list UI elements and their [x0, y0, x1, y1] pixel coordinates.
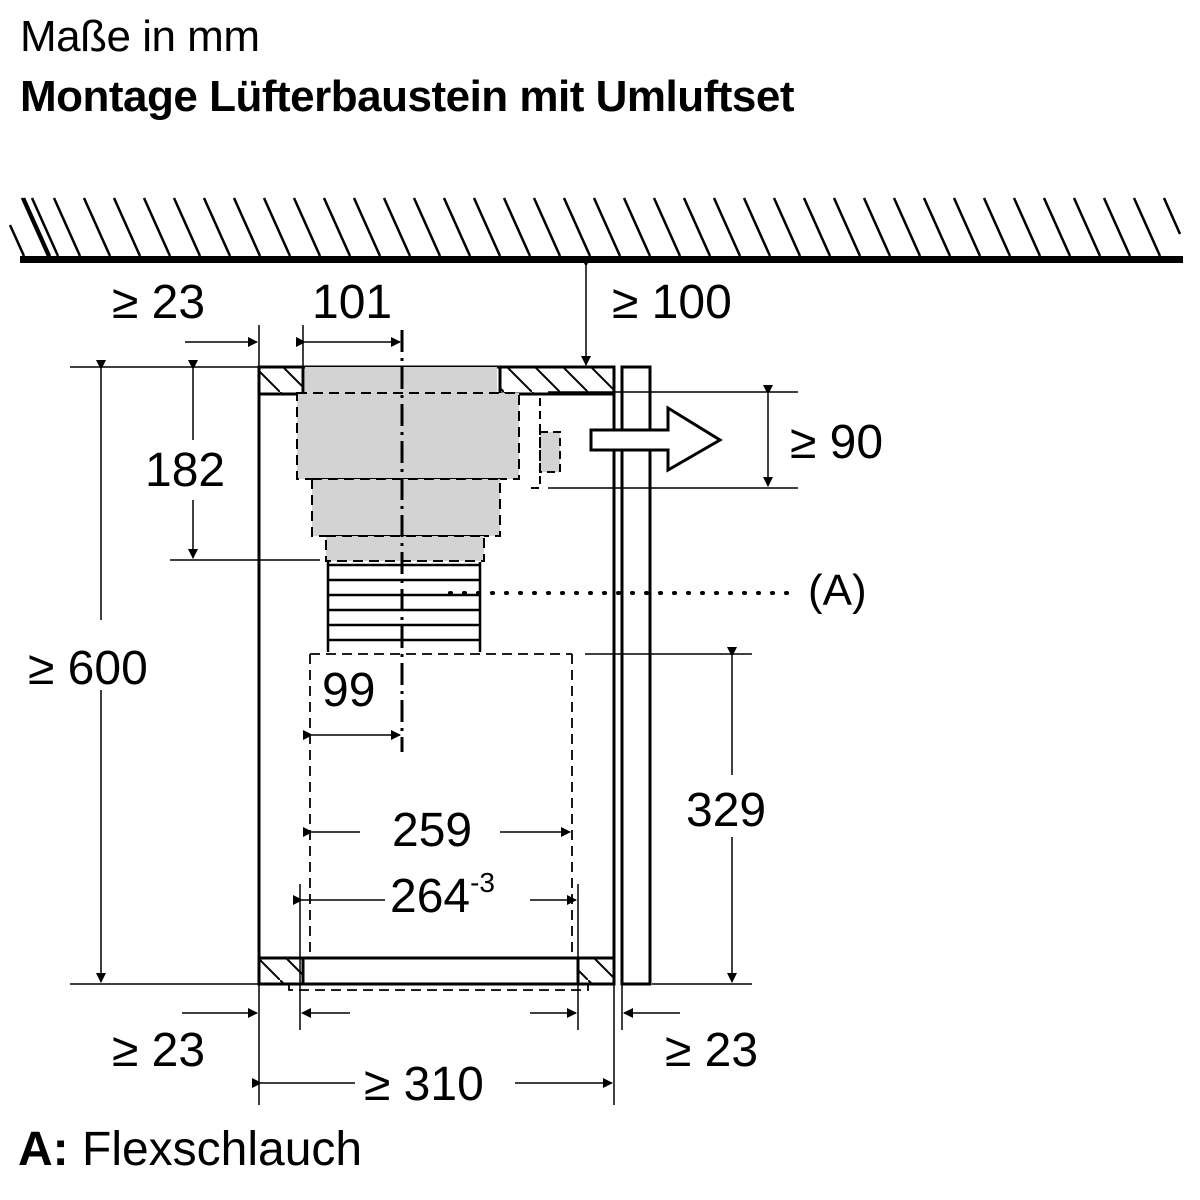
dim-cutout-tolerance: -3: [470, 867, 495, 898]
exhaust-arrow-icon: [589, 405, 723, 473]
dim-fan-height: 182: [145, 444, 225, 497]
legend-key: A:: [18, 1123, 69, 1176]
dim-inner-width: 259: [392, 804, 472, 857]
dim-cutout-width: 264-3: [390, 867, 495, 923]
dim-right-bottom-gap: ≥ 23: [665, 1024, 758, 1077]
dim-hose-offset: 99: [322, 664, 375, 717]
hose-callout-label: (A): [808, 566, 867, 615]
dim-left-bottom-gap: ≥ 23: [112, 1024, 205, 1077]
flex-hose: [326, 562, 482, 652]
ceiling: [8, 197, 1183, 263]
cutout-outline: [288, 653, 589, 991]
dim-cutout-value: 264: [390, 870, 470, 923]
fan-module: [296, 367, 561, 562]
dim-left-top-gap: ≥ 23: [112, 276, 205, 329]
legend-value: Flexschlauch: [82, 1123, 363, 1176]
page-title: Montage Lüfterbaustein mit Umluftset: [20, 72, 795, 121]
dim-outlet-height: ≥ 90: [790, 416, 883, 469]
dim-cabinet-height: ≥ 600: [28, 642, 148, 695]
dim-cabinet-width: ≥ 310: [364, 1058, 484, 1111]
dim-lower-height: 329: [686, 784, 766, 837]
dim-fan-offset: 101: [312, 276, 392, 329]
units-label: Maße in mm: [20, 12, 260, 61]
legend: A: Flexschlauch: [18, 1122, 362, 1177]
dim-ceiling-gap: ≥ 100: [612, 276, 732, 329]
